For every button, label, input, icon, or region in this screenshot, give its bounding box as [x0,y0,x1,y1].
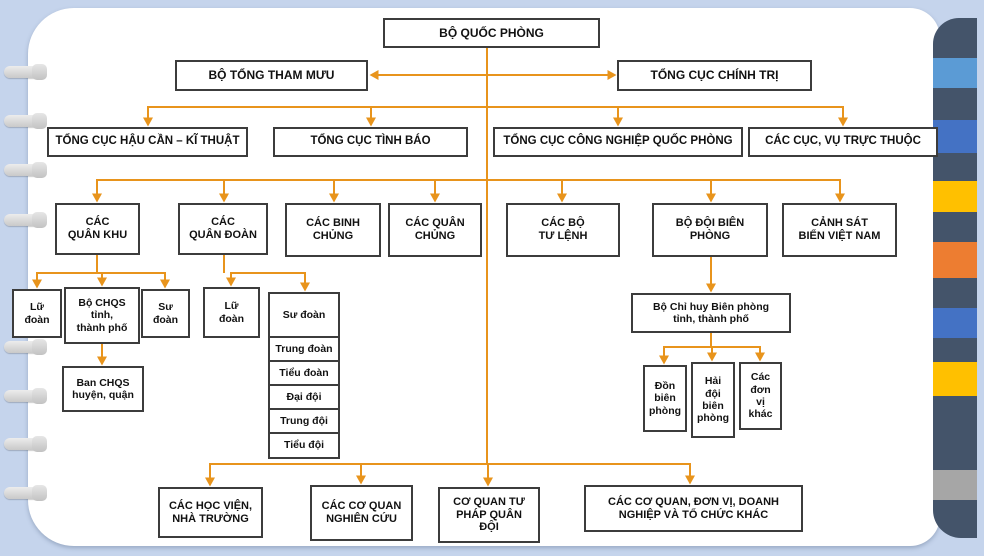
strip-block-yellow [933,362,977,396]
node-bo-chi-huy-bien-phong: Bộ Chỉ huy Biên phòng tỉnh, thành phố [631,293,791,333]
node-canh-sat-bien-viet-nam: CẢNH SÁT BIỂN VIỆT NAM [782,203,897,257]
binder-pin-icon [4,388,47,404]
node-cac-quan-doan: CÁC QUÂN ĐOÀN [178,203,268,255]
binder-pin-icon [4,162,47,178]
strip-block-navy [933,18,977,58]
strip-block-navy [933,88,977,120]
binder-pin-icon [4,485,47,501]
node-bo-doi-bien-phong: BỘ ĐỘI BIÊN PHÒNG [652,203,768,257]
strip-block-navy [933,396,977,470]
node-tong-cuc-tinh-bao: TỔNG CỤC TÌNH BÁO [273,127,468,157]
stack-cell-trung-doi: Trung đội [268,408,340,434]
strip-block-blue [933,308,977,338]
strip-block-navy [933,153,977,181]
stack-cell-trung-doan: Trung đoàn [268,336,340,362]
stack-cell-tieu-doan: Tiểu đoàn [268,360,340,386]
strip-block-navy [933,338,977,362]
notebook-page [28,8,940,546]
stack-cell-su-doan: Sư đoàn [268,292,340,338]
node-don-bien-phong: Đồn biên phòng [643,365,687,432]
strip-block-lightblue [933,58,977,88]
node-cac-quan-chung: CÁC QUÂN CHỦNG [388,203,482,257]
strip-block-yellow [933,181,977,212]
node-co-quan-tu-phap-quan-doi: CƠ QUAN TƯ PHÁP QUÂN ĐỘI [438,487,540,543]
strip-block-blue [933,120,977,153]
binder-pin-icon [4,64,47,80]
node-cac-hoc-vien-nha-truong: CÁC HỌC VIỆN, NHÀ TRƯỜNG [158,487,263,538]
node-bo-quoc-phong: BỘ QUỐC PHÒNG [383,18,600,48]
strip-block-gray [933,470,977,500]
node-tong-cuc-hau-can-ki-thuat: TỔNG CỤC HẬU CẦN – KĨ THUẬT [47,127,248,157]
node-cac-quan-khu: CÁC QUÂN KHU [55,203,140,255]
strip-block-navy [933,278,977,308]
node-bo-tong-tham-muu: BỘ TỔNG THAM MƯU [175,60,368,91]
node-cac-cuc-vu-truc-thuoc: CÁC CỤC, VỤ TRỰC THUỘC [748,127,938,157]
node-lu-doan-quan-khu: Lữ đoàn [12,289,62,338]
node-ban-chqs-huyen-quan: Ban CHQS huyện, quận [62,366,144,412]
node-cac-don-vi-khac: Các đơn vị khác [739,362,782,430]
division-stack: Sư đoàn Trung đoàn Tiểu đoàn Đại đội Tru… [268,292,340,459]
strip-block-orange [933,242,977,278]
binder-pin-icon [4,436,47,452]
strip-block-navy [933,212,977,242]
node-hai-doi-bien-phong: Hải đội biên phòng [691,362,735,438]
node-tong-cuc-chinh-tri: TỔNG CỤC CHÍNH TRỊ [617,60,812,91]
strip-block-navy [933,500,977,538]
binder-pin-icon [4,212,47,228]
node-cac-binh-chung: CÁC BINH CHỦNG [285,203,381,257]
node-lu-doan-quan-doan: Lữ đoàn [203,287,260,338]
color-strip [933,18,977,538]
node-tong-cuc-cong-nghiep-qp: TỔNG CỤC CÔNG NGHIỆP QUỐC PHÒNG [493,127,743,157]
node-su-doan-quan-khu: Sư đoàn [141,289,190,338]
node-cac-bo-tu-lenh: CÁC BỘ TƯ LỆNH [506,203,620,257]
node-bo-chqs-tinh-thanh-pho: Bộ CHQS tỉnh, thành phố [64,287,140,344]
binder-pin-icon [4,113,47,129]
node-cac-co-quan-don-vi-khac: CÁC CƠ QUAN, ĐƠN VỊ, DOANH NGHIỆP VÀ TỔ … [584,485,803,532]
node-cac-co-quan-nghien-cuu: CÁC CƠ QUAN NGHIÊN CỨU [310,485,413,541]
stack-cell-tieu-doi: Tiểu đội [268,432,340,459]
stack-cell-dai-doi: Đại đội [268,384,340,410]
binder-pin-icon [4,339,47,355]
